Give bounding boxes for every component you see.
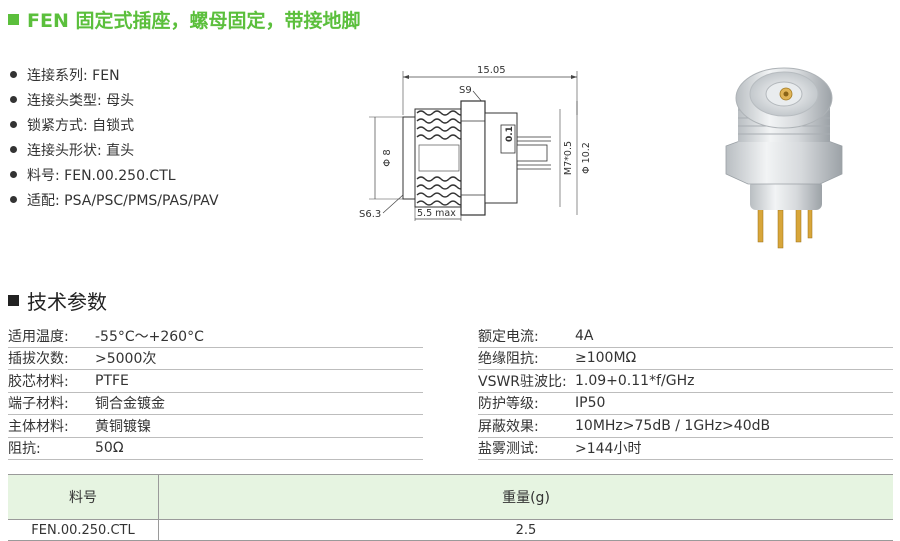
table-row: 端子材料:铜合金镀金 <box>8 392 423 415</box>
column-header-weight: 重量(g) <box>158 474 893 520</box>
table-row: FEN.00.250.CTL 2.5 <box>8 519 893 541</box>
feature-item: 连接头类型: 母头 <box>10 87 219 112</box>
bullet-icon <box>10 171 17 178</box>
technical-drawing: 15.05 S9 0.1 Φ 8 M7*0.5 Φ 10.2 S6.3 <box>359 65 592 221</box>
dim-s63: S6.3 <box>359 209 381 220</box>
part-number-cell: FEN.00.250.CTL <box>8 519 159 541</box>
table-row: 防护等级:IP50 <box>478 392 893 415</box>
table-row: VSWR驻波比:1.09+0.11*f/GHz <box>478 369 893 393</box>
table-row: 适用温度:-55°C～+260°C <box>8 325 423 348</box>
feature-item: 连接头形状: 直头 <box>10 137 219 162</box>
dim-max: 5.5 max <box>417 208 456 219</box>
bullet-icon <box>10 71 17 78</box>
bullet-icon <box>10 196 17 203</box>
dim-phi10: Φ 10.2 <box>581 142 592 174</box>
dim-m7: M7*0.5 <box>563 141 574 175</box>
bullet-icon <box>10 96 17 103</box>
dim-phi8: Φ 8 <box>382 149 393 166</box>
feature-item: 料号: FEN.00.250.CTL <box>10 162 219 187</box>
table-row: 阻抗:50Ω <box>8 437 423 460</box>
table-row: 胶芯材料:PTFE <box>8 369 423 393</box>
table-row: 插拔次数:>5000次 <box>8 347 423 370</box>
weight-cell: 2.5 <box>158 519 893 541</box>
bullet-icon <box>10 121 17 128</box>
column-header-part: 料号 <box>8 474 159 520</box>
dim-length: 15.05 <box>477 65 506 76</box>
table-row: 绝缘阻抗:≥100MΩ <box>478 347 893 370</box>
feature-item: 锁紧方式: 自锁式 <box>10 112 219 137</box>
weight-table: 料号 重量(g) FEN.00.250.CTL 2.5 <box>8 474 893 541</box>
title-square-icon <box>8 14 19 25</box>
specs-table-left: 适用温度:-55°C～+260°C 插拔次数:>5000次 胶芯材料:PTFE … <box>8 325 423 460</box>
bullet-icon <box>10 146 17 153</box>
specs-section-title: 技术参数 <box>8 286 107 315</box>
page-title-text: FEN 固定式插座，螺母固定，带接地脚 <box>27 10 361 32</box>
feature-item: 适配: PSA/PSC/PMS/PAS/PAV <box>10 187 219 212</box>
feature-item: 连接系列: FEN <box>10 62 219 87</box>
feature-list: 连接系列: FEN 连接头类型: 母头 锁紧方式: 自锁式 连接头形状: 直头 … <box>10 62 219 212</box>
section-square-icon <box>8 295 19 306</box>
specs-table-right: 额定电流:4A 绝缘阻抗:≥100MΩ VSWR驻波比:1.09+0.11*f/… <box>478 325 893 460</box>
table-row: 主体材料:黄铜镀镍 <box>8 414 423 438</box>
table-row: 额定电流:4A <box>478 325 893 348</box>
page-title: FEN 固定式插座，螺母固定，带接地脚 <box>8 6 360 33</box>
table-row: 屏蔽效果:10MHz>75dB / 1GHz>40dB <box>478 414 893 438</box>
table-row: 盐雾测试:>144小时 <box>478 437 893 460</box>
connector-product-image <box>725 67 843 249</box>
weight-table-header: 料号 重量(g) <box>8 474 893 520</box>
dim-s9: S9 <box>459 85 472 96</box>
svg-text:0.1: 0.1 <box>505 126 515 142</box>
